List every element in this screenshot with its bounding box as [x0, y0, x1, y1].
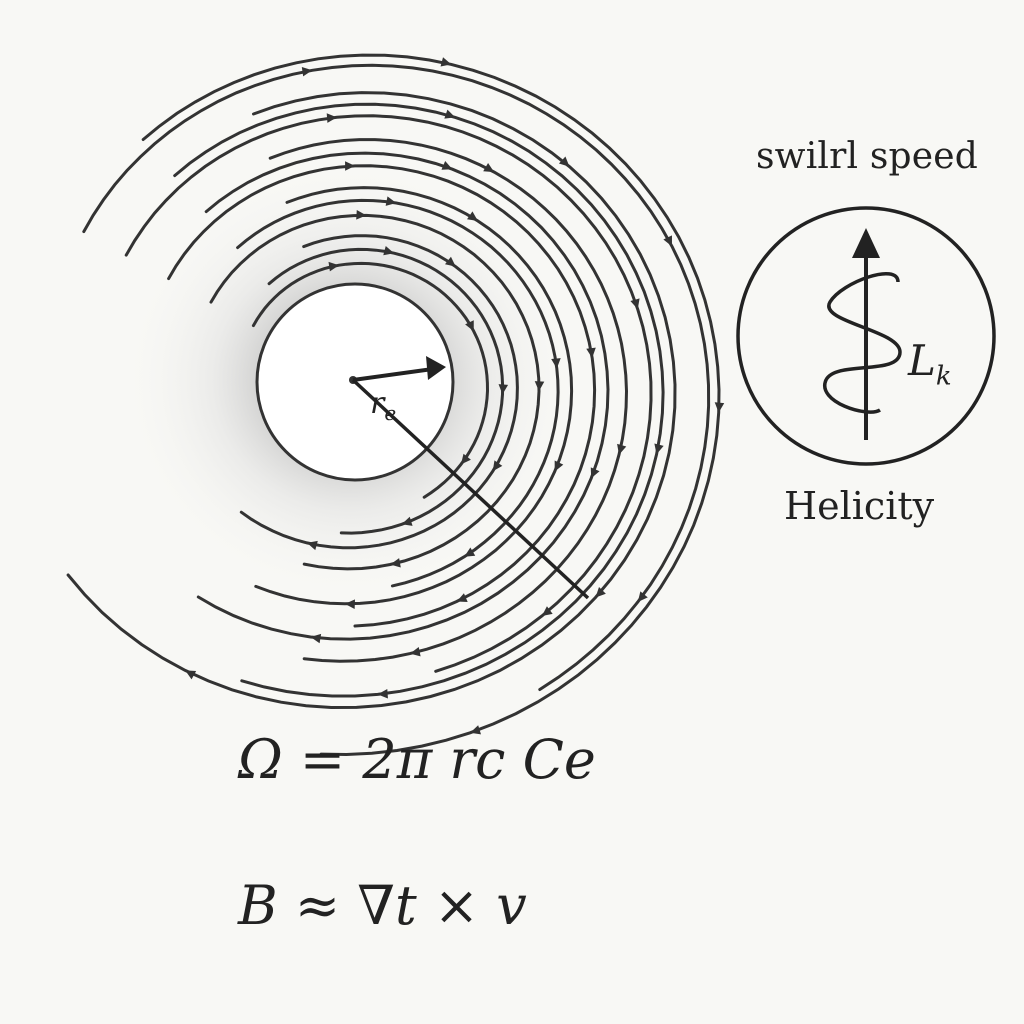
radius-label: re — [370, 386, 397, 425]
streamline-arrow-icon — [483, 162, 495, 173]
streamline-arrow-icon — [310, 633, 322, 644]
streamline — [167, 164, 597, 628]
streamline-arrow-icon — [714, 402, 725, 413]
streamline-arrow-icon — [595, 587, 606, 598]
helicity-circle-icon — [736, 206, 996, 466]
streamline-arrow-icon — [390, 558, 401, 568]
streamline-arrow-icon — [654, 443, 664, 455]
streamline-arrow-icon — [326, 113, 337, 123]
streamline-arrow-icon — [409, 647, 421, 657]
streamline — [66, 91, 677, 710]
streamline-arrow-icon — [470, 725, 481, 735]
linking-number-label: Lk — [908, 336, 952, 392]
streamline-arrow-icon — [444, 256, 456, 267]
streamline-arrow-icon — [492, 460, 503, 472]
streamline-arrow-icon — [498, 384, 509, 395]
streamline-arrow-icon — [385, 196, 397, 206]
streamline — [239, 234, 519, 550]
streamline-arrow-icon — [630, 298, 640, 310]
streamline — [196, 151, 610, 641]
streamline — [173, 102, 665, 698]
streamline-arrow-icon — [464, 547, 476, 557]
helicity-label: Helicity — [784, 484, 935, 528]
streamline — [236, 198, 560, 588]
streamline-arrow-icon — [460, 453, 471, 465]
streamline-arrow-icon — [441, 160, 453, 170]
streamline-arrow-icon — [356, 210, 367, 220]
radius-arrow-icon — [349, 356, 590, 600]
streamline-arrow-icon — [586, 347, 596, 359]
streamline — [268, 138, 629, 663]
streamline-arrow-icon — [345, 161, 355, 171]
streamline-arrow-icon — [554, 460, 564, 472]
streamline-arrow-icon — [301, 66, 313, 77]
streamline — [209, 213, 541, 571]
streamline — [267, 247, 505, 535]
vortex-streamlines — [66, 53, 725, 757]
streamline-arrow-icon — [328, 261, 340, 272]
streamline-arrow-icon — [185, 670, 197, 680]
streamline-arrow-icon — [377, 688, 388, 699]
streamline — [254, 186, 574, 606]
streamline-arrow-icon — [444, 109, 456, 119]
streamline — [141, 53, 721, 757]
streamline-arrow-icon — [558, 156, 570, 167]
swirl-speed-label: swilrl speed — [756, 136, 979, 177]
streamline-arrow-icon — [401, 516, 413, 526]
streamline-arrow-icon — [590, 467, 600, 479]
magnetic-equation: B ≈ ∇t × v — [238, 874, 527, 937]
streamline-arrow-icon — [541, 606, 553, 616]
streamline-arrow-icon — [465, 320, 474, 332]
streamline-arrow-icon — [344, 599, 355, 609]
streamline-arrow-icon — [534, 381, 545, 392]
streamline-arrow-icon — [306, 540, 318, 551]
streamline — [82, 63, 711, 691]
streamline-arrow-icon — [456, 593, 468, 602]
streamline-arrow-icon — [617, 443, 627, 455]
streamline-arrow-icon — [383, 246, 395, 256]
streamline-arrow-icon — [551, 358, 561, 369]
streamline — [251, 261, 490, 499]
streamline-arrow-icon — [663, 235, 672, 247]
streamline-arrow-icon — [637, 591, 648, 603]
streamline-arrow-icon — [467, 211, 478, 221]
omega-equation: Ω = 2π rc Ce — [238, 728, 596, 791]
streamline — [124, 114, 653, 673]
streamline-arrow-icon — [440, 57, 452, 67]
